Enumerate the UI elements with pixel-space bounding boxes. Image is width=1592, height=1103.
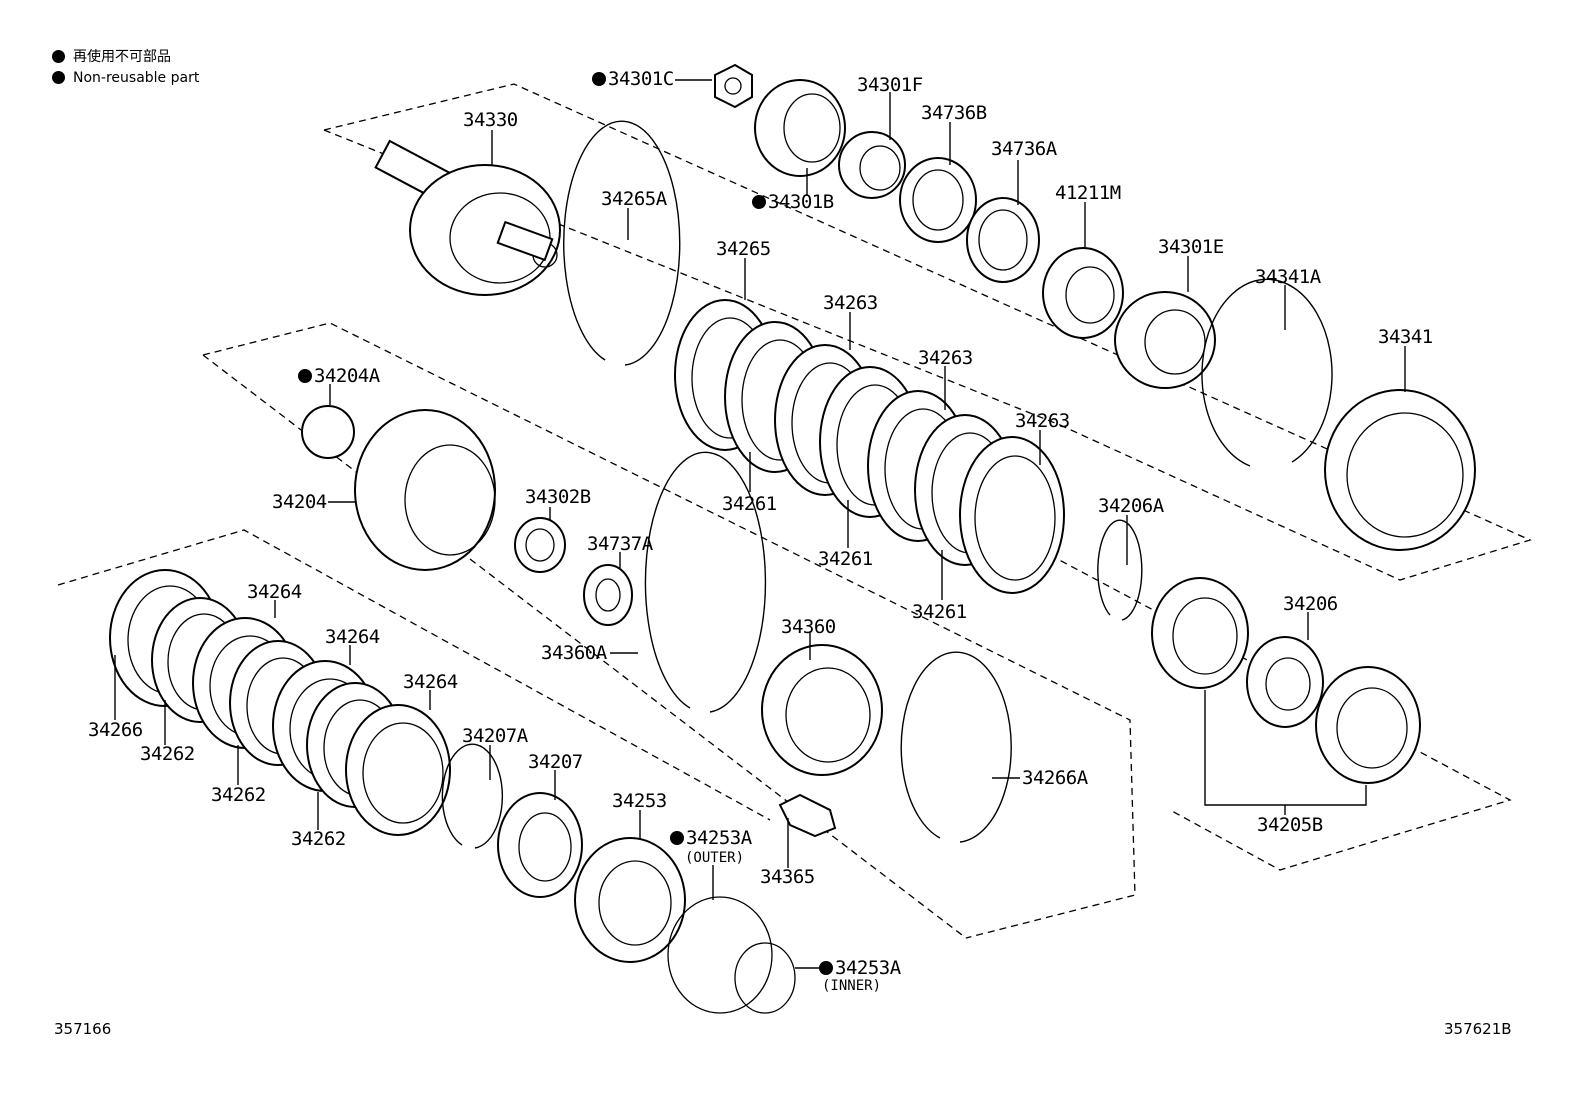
plate-34360-drawing: [761, 644, 883, 776]
snap-ring-34341A-drawing: [1201, 278, 1333, 467]
callout-34266A[interactable]: 34266A: [1022, 767, 1088, 789]
legend-jp-text: 再使用不可部品: [73, 49, 171, 65]
callout-34263-a[interactable]: 34263: [823, 292, 878, 314]
legend-en-text: Non-reusable part: [73, 70, 200, 86]
gear-41211M-drawing: [1042, 247, 1124, 339]
callout-34204A[interactable]: 34204A: [298, 367, 380, 386]
callout-34263-c[interactable]: 34263: [1015, 410, 1070, 432]
callout-34265A[interactable]: 34265A: [601, 188, 667, 210]
snap-ring-34207A-drawing: [441, 743, 504, 849]
callout-34736B[interactable]: 34736B: [921, 102, 987, 124]
gear-34204-drawing: [354, 409, 496, 571]
callout-34264-a[interactable]: 34264: [247, 581, 302, 603]
callout-34207A[interactable]: 34207A: [462, 725, 528, 747]
figure-code-left: 357166: [54, 1020, 112, 1038]
callout-34263-b[interactable]: 34263: [918, 347, 973, 369]
group-outline-top: [323, 83, 1532, 581]
oring-34253A-inner-drawing: [734, 942, 796, 1014]
callout-34301B[interactable]: 34301B: [752, 193, 834, 212]
callout-34264-b[interactable]: 34264: [325, 626, 380, 648]
group-outline-bottom: [57, 529, 771, 821]
nonreusable-dot-icon: [670, 831, 684, 845]
callout-34262-a[interactable]: 34262: [140, 743, 195, 765]
callout-34301F[interactable]: 34301F: [857, 74, 923, 96]
callout-34301C[interactable]: 34301C: [592, 70, 674, 89]
spring-34365-drawing: [778, 793, 837, 838]
snap-ring-34266A-drawing: [900, 651, 1012, 843]
callout-34360[interactable]: 34360: [781, 616, 836, 638]
callout-34301E[interactable]: 34301E: [1158, 236, 1224, 258]
snap-ring-34360A-drawing: [644, 451, 767, 713]
washer-34736B-drawing: [899, 157, 977, 243]
callout-34262-c[interactable]: 34262: [291, 828, 346, 850]
nonreusable-dot-icon: [52, 50, 65, 63]
callout-34266[interactable]: 34266: [88, 719, 143, 741]
callout-34265[interactable]: 34265: [716, 238, 771, 260]
callout-34253A-inner[interactable]: 34253A: [819, 959, 901, 978]
callout-34341[interactable]: 34341: [1378, 326, 1433, 348]
callout-34204[interactable]: 34204: [272, 491, 327, 513]
sublabel-inner: (INNER): [822, 978, 882, 994]
race-34205B-a-drawing: [1151, 577, 1249, 689]
snap-ring-34265A-drawing: [563, 120, 681, 366]
callout-34261-b[interactable]: 34261: [818, 548, 873, 570]
nonreusable-dot-icon: [819, 961, 833, 975]
sublabel-outer: (OUTER): [685, 850, 745, 866]
nonreusable-dot-icon: [298, 369, 312, 383]
callout-34206A[interactable]: 34206A: [1098, 495, 1164, 517]
race-34205B-b-drawing: [1315, 666, 1421, 784]
drum-34341-drawing: [1324, 389, 1476, 551]
washer-34737A-drawing: [583, 564, 633, 626]
callout-34207[interactable]: 34207: [528, 751, 583, 773]
callout-34341A[interactable]: 34341A: [1255, 266, 1321, 288]
nonreusable-dot-icon: [592, 72, 606, 86]
nut-34301C-drawing: [714, 63, 753, 109]
bearing-34206-drawing: [1246, 636, 1324, 728]
legend-en: Non-reusable part: [52, 70, 199, 86]
shaft-34330-drawing: [374, 139, 561, 296]
callout-41211M[interactable]: 41211M: [1055, 182, 1121, 204]
callout-34737A[interactable]: 34737A: [587, 533, 653, 555]
callout-34261-a[interactable]: 34261: [722, 493, 777, 515]
callout-34261-c[interactable]: 34261: [912, 601, 967, 623]
callout-34360A[interactable]: 34360A: [541, 642, 607, 664]
callout-34206[interactable]: 34206: [1283, 593, 1338, 615]
snap-ring-34206A-drawing: [1097, 519, 1143, 621]
callout-34365[interactable]: 34365: [760, 866, 815, 888]
group-outline-right: [1049, 554, 1512, 871]
oring-34253A-outer-drawing: [667, 896, 773, 1014]
bearing-34301B-drawing: [754, 79, 846, 177]
figure-code-right: 357621B: [1444, 1020, 1512, 1038]
nonreusable-dot-icon: [752, 195, 766, 209]
callout-34330[interactable]: 34330: [463, 109, 518, 131]
piston-34253-drawing: [574, 837, 686, 963]
oring-34204A-drawing: [301, 405, 355, 459]
clutch-34207-drawing: [497, 792, 583, 898]
washer-34302B-drawing: [514, 517, 566, 573]
callout-34262-b[interactable]: 34262: [211, 784, 266, 806]
callout-34302B[interactable]: 34302B: [525, 486, 591, 508]
callout-34253A-outer[interactable]: 34253A: [670, 829, 752, 848]
callout-34205B[interactable]: 34205B: [1257, 814, 1323, 836]
legend-jp: 再使用不可部品: [52, 46, 171, 66]
bearing-34301E-drawing: [1114, 291, 1216, 389]
nonreusable-dot-icon: [52, 71, 65, 84]
callout-34253[interactable]: 34253: [612, 790, 667, 812]
callout-34736A[interactable]: 34736A: [991, 138, 1057, 160]
callout-34264-c[interactable]: 34264: [403, 671, 458, 693]
group-outline-middle: [202, 322, 1136, 939]
washer-34736A-drawing: [966, 197, 1040, 283]
